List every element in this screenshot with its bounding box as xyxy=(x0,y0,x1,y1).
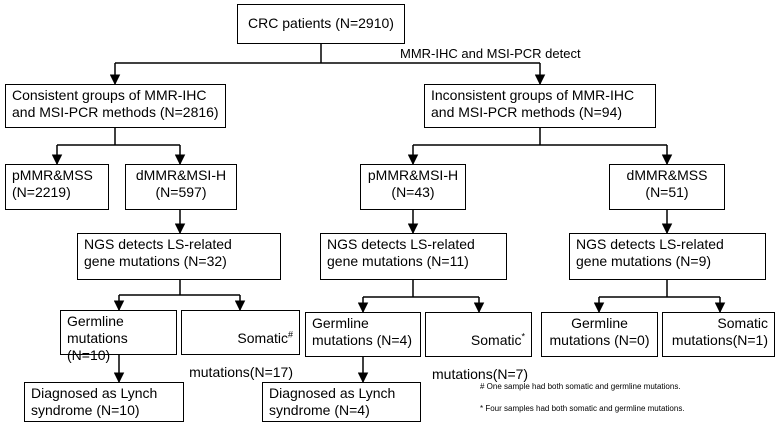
footnote-hash: # One sample had both somatic and germli… xyxy=(480,382,681,391)
ngs-mid-box: NGS detects LS-related gene mutations (N… xyxy=(320,233,507,280)
ngs-left-box: NGS detects LS-related gene mutations (N… xyxy=(77,233,281,280)
consistent-groups-box: Consistent groups of MMR-IHC and MSI-PCR… xyxy=(5,84,226,128)
somatic-mid-title: Somatic xyxy=(470,332,522,348)
ngs-right-box: NGS detects LS-related gene mutations (N… xyxy=(569,233,766,280)
lynch-left-box: Diagnosed as Lynch syndrome (N=10) xyxy=(24,382,184,422)
germline-mid-box: Germline mutations (N=4) xyxy=(305,312,421,357)
somatic-mid-count: mutations(N=7) xyxy=(432,366,529,382)
somatic-left-box: Somatic# mutations(N=17) xyxy=(181,310,300,380)
somatic-mid-box: Somatic* mutations(N=7) xyxy=(425,312,532,382)
somatic-left-title: Somatic xyxy=(237,330,288,346)
pmmr-mss-box: pMMR&MSS (N=2219) xyxy=(5,164,109,210)
somatic-left-count: mutations(N=17) xyxy=(189,364,293,380)
inconsistent-groups-box: Inconsistent groups of MMR-IHC and MSI-P… xyxy=(424,84,656,128)
detect-method-label: MMR-IHC and MSI-PCR detect xyxy=(400,46,581,61)
somatic-left-mark: # xyxy=(287,329,293,340)
footnote-star: * Four samples had both somatic and germ… xyxy=(480,404,685,413)
pmmr-msih-box: pMMR&MSI-H (N=43) xyxy=(360,164,466,210)
dmmr-mss-box: dMMR&MSS (N=51) xyxy=(609,164,725,210)
crc-patients-box: CRC patients (N=2910) xyxy=(237,4,405,44)
somatic-right-box: Somatic mutations(N=1) xyxy=(662,312,775,357)
germline-right-box: Germline mutations (N=0) xyxy=(541,312,658,357)
lynch-mid-box: Diagnosed as Lynch syndrome (N=4) xyxy=(262,382,421,422)
germline-left-box: Germline mutations (N=10) xyxy=(60,310,177,363)
dmmr-msih-box: dMMR&MSI-H (N=597) xyxy=(125,164,237,210)
somatic-mid-mark: * xyxy=(521,331,525,342)
